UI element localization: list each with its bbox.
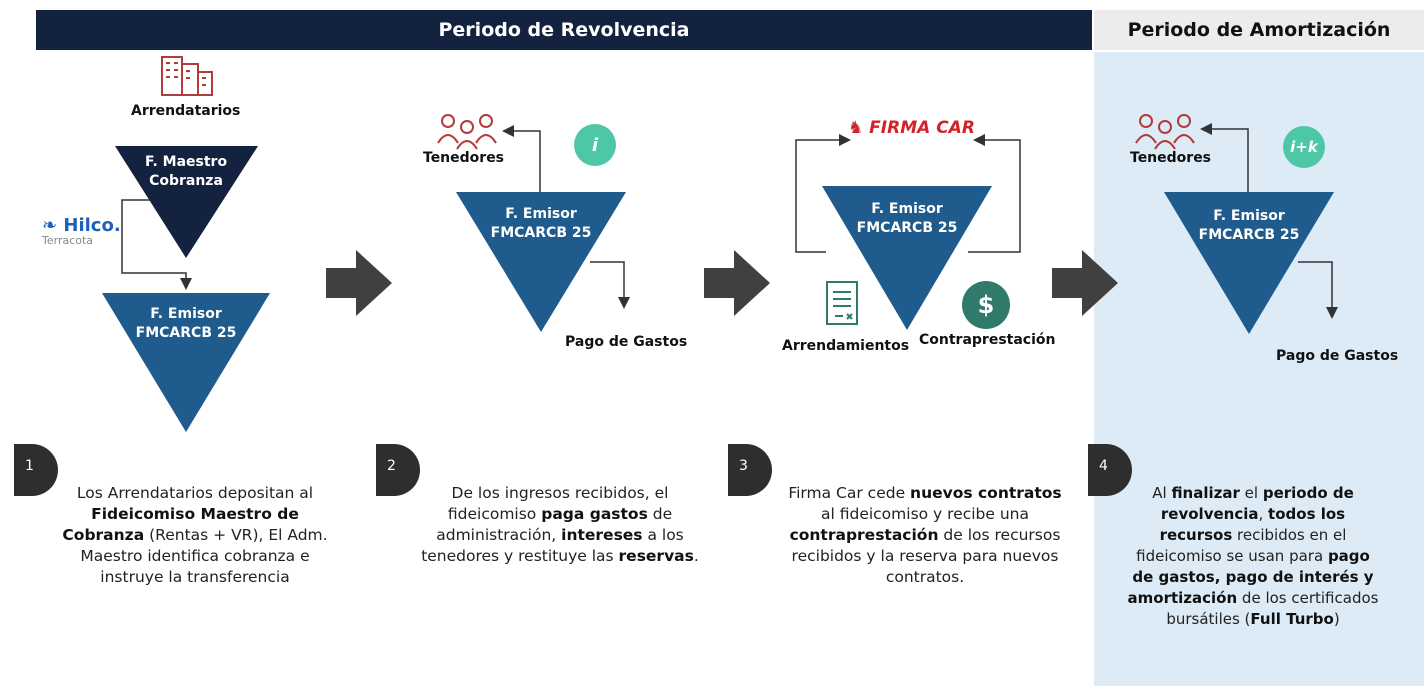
tenedores-label-4: Tenedores bbox=[1130, 150, 1212, 166]
description-text: . bbox=[693, 547, 699, 565]
step1-description: Los Arrendatarios depositan al Fideicomi… bbox=[50, 483, 340, 588]
pago-gastos-label-2: Pago de Gastos bbox=[565, 334, 688, 350]
building-icon bbox=[161, 56, 213, 96]
description-text: el bbox=[1239, 484, 1263, 502]
pago-gastos-label-4: Pago de Gastos bbox=[1276, 348, 1399, 364]
description-text: de los certificados bursátiles ( bbox=[1166, 589, 1379, 628]
emisor-label-1: F. Emisor FMCARCB 25 bbox=[126, 305, 246, 343]
flow-arrow-2 bbox=[704, 250, 770, 316]
emisor-line2: FMCARCB 25 bbox=[490, 225, 592, 241]
step-number-3: 3 bbox=[739, 458, 748, 474]
hilco-subtitle: Terracota bbox=[42, 234, 94, 247]
emisor-triangle-1 bbox=[102, 293, 270, 432]
interest-badge: i bbox=[574, 124, 616, 166]
emisor-triangle-3 bbox=[822, 186, 992, 330]
tenedores-label-2: Tenedores bbox=[423, 150, 505, 166]
loop-right bbox=[968, 134, 1021, 253]
interest-principal-badge: i+k bbox=[1283, 126, 1325, 168]
header-revolvencia: Periodo de Revolvencia bbox=[36, 10, 1092, 50]
step2-description: De los ingresos recibidos, el fideicomis… bbox=[415, 483, 705, 567]
connector-1 bbox=[121, 199, 192, 290]
tenedores-icon-2 bbox=[437, 114, 497, 150]
description-bold: reservas bbox=[618, 547, 694, 565]
emisor-label-3: F. Emisor FMCARCB 25 bbox=[847, 200, 967, 238]
connector-gastos-4 bbox=[1298, 261, 1338, 319]
description-bold: contraprestación bbox=[789, 526, 939, 544]
description-bold: nuevos contratos bbox=[910, 484, 1062, 502]
connector-tenedores-4 bbox=[1200, 123, 1249, 192]
step4-description: Al finalizar el periodo de revolvencia, … bbox=[1124, 483, 1382, 630]
step-number-2: 2 bbox=[387, 458, 396, 474]
connector-tenedores-2 bbox=[502, 125, 541, 192]
step3-description: Firma Car cede nuevos contratos al fidei… bbox=[780, 483, 1070, 588]
emisor-line1: F. Emisor bbox=[1213, 208, 1285, 224]
description-text: (Rentas + VR), El Adm. Maestro identific… bbox=[80, 526, 328, 586]
header-amortizacion: Periodo de Amortización bbox=[1094, 10, 1424, 50]
description-bold: Full Turbo bbox=[1250, 610, 1334, 628]
connector-gastos-2 bbox=[590, 261, 630, 309]
maestro-cobranza-triangle bbox=[115, 146, 258, 258]
tenedores-icon-4 bbox=[1135, 114, 1195, 150]
emisor-triangle-2 bbox=[456, 192, 626, 332]
step-marker-1 bbox=[14, 444, 58, 496]
description-bold: paga gastos bbox=[541, 505, 648, 523]
firmacar-name: FIRMA CAR bbox=[869, 118, 975, 138]
hilco-leaf-icon: ❧ bbox=[42, 215, 58, 236]
description-text: Firma Car cede bbox=[788, 484, 911, 502]
emisor-line1: F. Emisor bbox=[505, 206, 577, 222]
description-bold: intereses bbox=[561, 526, 643, 544]
flow-arrow-3 bbox=[1052, 250, 1118, 316]
description-text: de los recursos recibidos y la reserva p… bbox=[791, 526, 1061, 586]
description-text: ) bbox=[1333, 610, 1340, 628]
description-bold: todos los recursos bbox=[1159, 505, 1346, 544]
contract-icon bbox=[826, 281, 858, 325]
description-bold: Fideicomiso Maestro de Cobranza bbox=[62, 505, 299, 544]
firmacar-logo: ♞ FIRMA CAR bbox=[848, 118, 975, 138]
description-bold: pago de gastos, pago de interés y amorti… bbox=[1127, 547, 1374, 607]
step-number-1: 1 bbox=[25, 458, 34, 474]
hilco-name: Hilco. bbox=[63, 215, 121, 236]
emisor-label-2: F. Emisor FMCARCB 25 bbox=[481, 205, 601, 243]
emisor-line2: FMCARCB 25 bbox=[1198, 227, 1300, 243]
description-text: recibidos en el fideicomiso se usan para bbox=[1136, 526, 1347, 565]
description-text: Los Arrendatarios depositan al bbox=[76, 484, 314, 502]
description-text: de administración, bbox=[436, 505, 673, 544]
emisor-label-4: F. Emisor FMCARCB 25 bbox=[1189, 207, 1309, 245]
maestro-line1: F. Maestro bbox=[144, 154, 228, 170]
step-marker-4 bbox=[1088, 444, 1132, 496]
amortizacion-panel bbox=[1094, 52, 1424, 686]
maestro-line2: Cobranza bbox=[149, 173, 223, 189]
description-bold: periodo de revolvencia bbox=[1160, 484, 1354, 523]
description-bold: finalizar bbox=[1171, 484, 1240, 502]
emisor-line2: FMCARCB 25 bbox=[856, 220, 958, 236]
step-marker-3 bbox=[728, 444, 772, 496]
description-text: , bbox=[1258, 505, 1269, 523]
arrendamientos-label: Arrendamientos bbox=[782, 338, 910, 354]
emisor-line1: F. Emisor bbox=[871, 201, 943, 217]
emisor-triangle-4 bbox=[1164, 192, 1334, 334]
description-text: al fideicomiso y recibe una bbox=[820, 505, 1030, 523]
hilco-logo: ❧ Hilco. Terracota bbox=[42, 215, 121, 247]
contraprestacion-label: Contraprestación bbox=[919, 332, 1056, 348]
loop-left bbox=[795, 134, 851, 253]
lion-icon: ♞ bbox=[848, 118, 864, 138]
description-text: a los tenedores y restituye las bbox=[421, 526, 684, 565]
dollar-icon: $ bbox=[962, 281, 1010, 329]
emisor-line1: F. Emisor bbox=[150, 306, 222, 322]
step-marker-2 bbox=[376, 444, 420, 496]
step-number-4: 4 bbox=[1099, 458, 1108, 474]
maestro-cobranza-label: F. Maestro Cobranza bbox=[130, 153, 242, 191]
arrendatarios-label: Arrendatarios bbox=[131, 103, 241, 119]
emisor-line2: FMCARCB 25 bbox=[135, 325, 237, 341]
flow-arrow-1 bbox=[326, 250, 392, 316]
description-text: Al bbox=[1152, 484, 1172, 502]
description-text: De los ingresos recibidos, el fideicomis… bbox=[447, 484, 669, 523]
